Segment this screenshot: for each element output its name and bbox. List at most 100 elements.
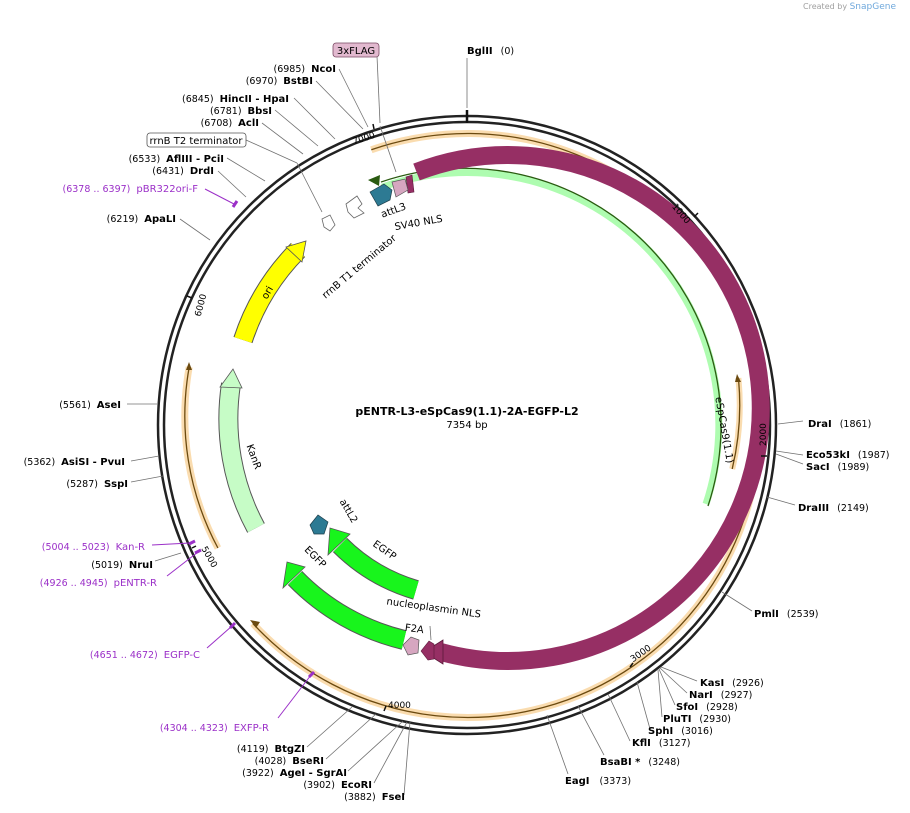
leader-pmli	[721, 591, 753, 612]
leader-sfoi	[658, 668, 676, 706]
f2a-feature	[402, 636, 420, 656]
egfp-outer-arrowhead	[282, 561, 306, 590]
cas9-junction-1	[679, 502, 696, 509]
flag-label: 3xFLAG	[337, 46, 375, 57]
site-label-drdi: (6431)DrdI	[152, 166, 214, 177]
site-label-bstbi: (6970)BstBI	[246, 76, 313, 87]
tick-label-4000: 4000	[388, 701, 411, 711]
leader-eco53ki	[775, 450, 804, 456]
leader-ecori	[373, 721, 408, 784]
site-label-bseri: (4028)BseRI	[255, 756, 324, 767]
leader-drai	[777, 420, 804, 425]
cas9-feature	[413, 145, 770, 670]
flag-feature	[391, 178, 409, 198]
site-label-nari: NarI(2927)	[689, 690, 752, 701]
primer-labels: (6378 .. 6397)pBR322ori-F (5004 .. 5023)…	[40, 184, 269, 734]
leader-bbsi	[274, 109, 319, 147]
flag-label-box	[332, 42, 380, 58]
leader-eagi	[546, 714, 569, 775]
green-frame-arc	[368, 167, 723, 507]
rrnb-t1-label: rrnB T1 terminator	[320, 232, 399, 301]
attL2-feature	[309, 514, 329, 535]
snapgene-credit: Created by SnapGene	[803, 2, 896, 12]
tick-1000	[693, 212, 699, 218]
site-label-bsabi: BsaBI *(3248)	[600, 757, 680, 768]
tick-label-2000: 2000	[759, 423, 769, 446]
rrnb-t2-label-box	[146, 132, 247, 148]
leader-draiii	[766, 496, 796, 506]
site-label-nrui: (5019)NruI	[91, 560, 153, 571]
leader-flag	[376, 55, 381, 124]
leader-agei	[347, 720, 404, 772]
green-frame-line	[380, 167, 722, 507]
kanr-label: KanR	[244, 443, 263, 471]
egfp-inner-label: EGFP	[370, 539, 397, 563]
site-label-hincii: (6845)HincII - HpaI	[182, 94, 289, 105]
site-label-ecori: (3902)EcoRI	[303, 780, 372, 791]
primer-label-kanr: (5004 .. 5023)Kan-R	[42, 542, 145, 553]
tick-7000	[372, 123, 375, 130]
sv40-nls-label: SV40 NLS	[394, 214, 444, 233]
primer-leader-kanr	[151, 542, 191, 546]
nucleoplasmin-label: nucleoplasmin NLS	[386, 596, 482, 620]
leader-sspi	[130, 475, 164, 483]
site-label-pluti: PluTI(2930)	[663, 714, 731, 725]
site-label-eco53ki: Eco53kI(1987)	[806, 450, 890, 461]
leader-rrnb-t2-b	[296, 162, 323, 213]
snapgene-logo: SnapGene	[849, 2, 896, 12]
ori-arrowhead	[285, 240, 307, 263]
site-label-drai: DraI(1861)	[808, 419, 871, 430]
primer-leader-exfpr	[277, 674, 312, 719]
primer-leader-pentr	[166, 551, 199, 577]
leader-kasi	[660, 666, 698, 682]
site-label-draiii: DraIII(2149)	[798, 503, 869, 514]
leader-afliii	[226, 157, 266, 182]
primer-label-pentr: (4926 .. 4945)pENTR-R	[40, 578, 157, 589]
egfp-outer-label: EGFP	[302, 544, 328, 570]
primer-label-pbr322: (6378 .. 6397)pBR322ori-F	[63, 184, 199, 195]
leader-bseri	[325, 713, 377, 760]
leader-bsabi	[577, 705, 605, 756]
leader-btgzi	[306, 706, 353, 748]
site-label-acli: (6708)AclI	[201, 118, 259, 129]
tick-6000	[186, 295, 193, 299]
leader-acli	[261, 122, 304, 155]
leader-asisi	[130, 455, 160, 462]
egfp-inner-arrowhead	[327, 527, 351, 557]
credit-prefix: Created by	[803, 2, 848, 11]
tick-3000	[629, 662, 634, 668]
map-center: pENTR-L3-eSpCas9(1.1)-2A-EGFP-L2 7354 bp	[355, 405, 578, 431]
leader-kfli	[607, 693, 631, 742]
site-labels: BglII(0) DraI(1861) Eco53kI(1987) SacI(1…	[24, 46, 890, 803]
tick-label-7000: 7000	[352, 131, 377, 148]
attL3-feature	[369, 183, 393, 207]
kanr-feature	[219, 382, 264, 533]
site-label-saci: SacI(1989)	[806, 462, 869, 473]
map-length: 7354 bp	[446, 420, 487, 431]
rrnb-t2-feature	[321, 214, 336, 232]
leader-saci	[775, 453, 804, 465]
features	[218, 145, 770, 670]
tick-4000	[383, 705, 387, 712]
leader-drdi	[217, 170, 247, 198]
site-label-asisi: (5362)AsiSI - PvuI	[24, 457, 125, 468]
leader-ncoi	[338, 68, 369, 128]
leader-flag-b	[379, 125, 397, 173]
primer-label-exfpr: (4304 .. 4323)EXFP-R	[160, 723, 269, 734]
site-label-sspi: (5287)SspI	[66, 479, 128, 490]
site-label-btgzi: (4119)BtgZI	[237, 744, 305, 755]
leader-bstbi	[315, 80, 364, 130]
orf-arc-kan	[184, 366, 219, 549]
attL3-label: attL3	[380, 201, 408, 220]
cas9-junction-3	[602, 597, 615, 610]
site-label-bbsi: (6781)BbsI	[210, 106, 272, 117]
primer-marks	[188, 200, 316, 679]
rrnb-t2-label: rrnB T2 terminator	[149, 136, 243, 147]
leader-sphi	[636, 681, 651, 730]
boxed-labels: 3xFLAG rrnB T2 terminator	[146, 42, 380, 148]
leader-nari	[659, 667, 688, 694]
leader-pluti	[657, 669, 663, 718]
site-label-asei: (5561)AseI	[59, 400, 121, 411]
attL2-label: attL2	[337, 497, 359, 525]
